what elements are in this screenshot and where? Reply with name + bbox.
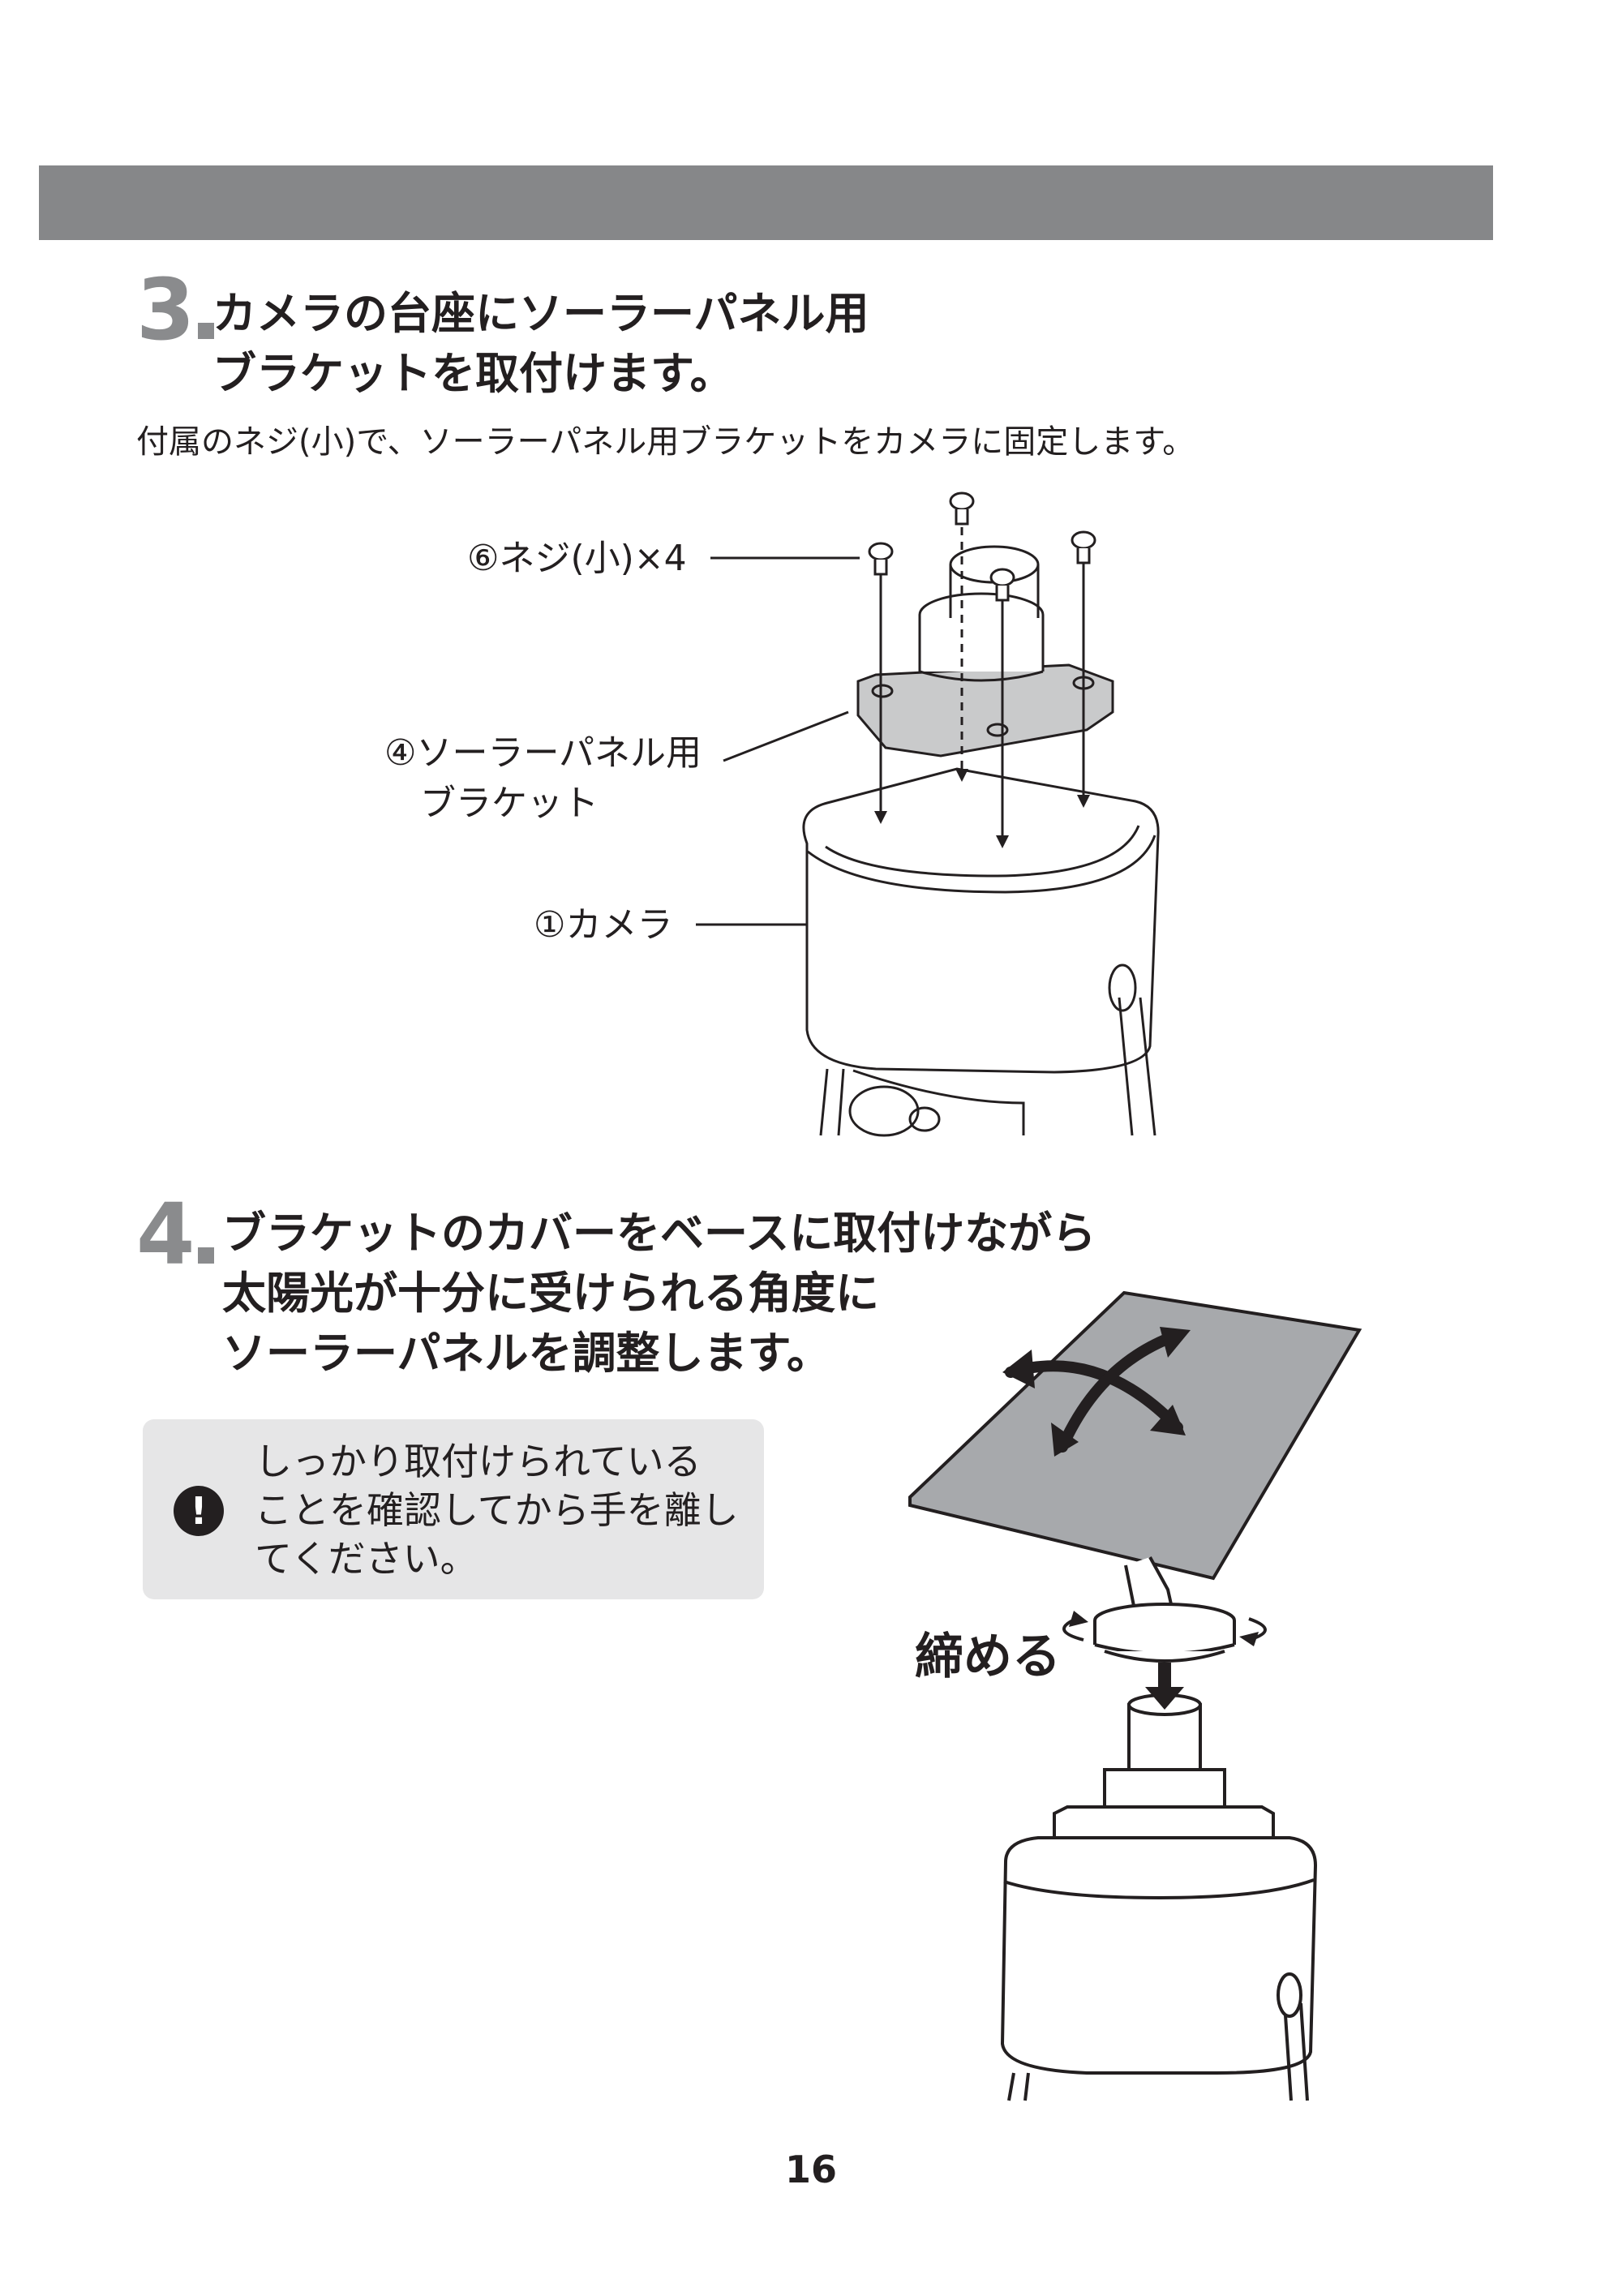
step-3-title: カメラの台座にソーラーパネル用 ブラケットを取付けます。: [212, 284, 869, 404]
step-3-diagram: [696, 491, 1160, 1137]
header-bar: [39, 165, 1493, 240]
step-4-diagram: [908, 1290, 1362, 2101]
caution-note-line-1: しっかり取付けられている: [255, 1440, 702, 1483]
step-3-number: 3: [136, 268, 215, 352]
step-3-title-line-1: カメラの台座にソーラーパネル用: [212, 288, 869, 339]
label-screws: ⑥ネジ(小)×4: [467, 538, 687, 579]
label-bracket-line-2: ブラケット: [420, 783, 599, 824]
label-bracket-line-1: ④ソーラーパネル用: [384, 732, 702, 774]
page-number: 16: [784, 2148, 837, 2191]
label-camera: ①カメラ: [534, 904, 673, 946]
step-3-title-line-2: ブラケットを取付けます。: [212, 348, 734, 399]
step-4-title-line-3: ソーラーパネルを調整します。: [222, 1328, 831, 1379]
step-4-title-line-2: 太陽光が十分に受けられる角度に: [222, 1268, 879, 1319]
caution-note-line-2: ことを確認してから手を離し: [255, 1488, 739, 1532]
step-3-description: 付属のネジ(小)で、ソーラーパネル用ブラケットをカメラに固定します。: [136, 423, 1195, 461]
step-4-title: ブラケットのカバーをベースに取付けながら 太陽光が十分に受けられる角度に ソーラ…: [222, 1204, 1096, 1384]
exclamation-icon: !: [174, 1486, 224, 1536]
caution-note-text: しっかり取付けられている ことを確認してから手を離し てください。: [255, 1437, 739, 1583]
caution-note-line-3: てください。: [255, 1537, 478, 1581]
tighten-label: 締める: [915, 1629, 1061, 1685]
caution-note: ! しっかり取付けられている ことを確認してから手を離し てください。: [143, 1419, 764, 1599]
step-4-title-line-1: ブラケットのカバーをベースに取付けながら: [222, 1208, 1096, 1259]
step-4-number: 4: [136, 1192, 215, 1277]
label-bracket: ④ソーラーパネル用 ブラケット: [384, 728, 702, 829]
